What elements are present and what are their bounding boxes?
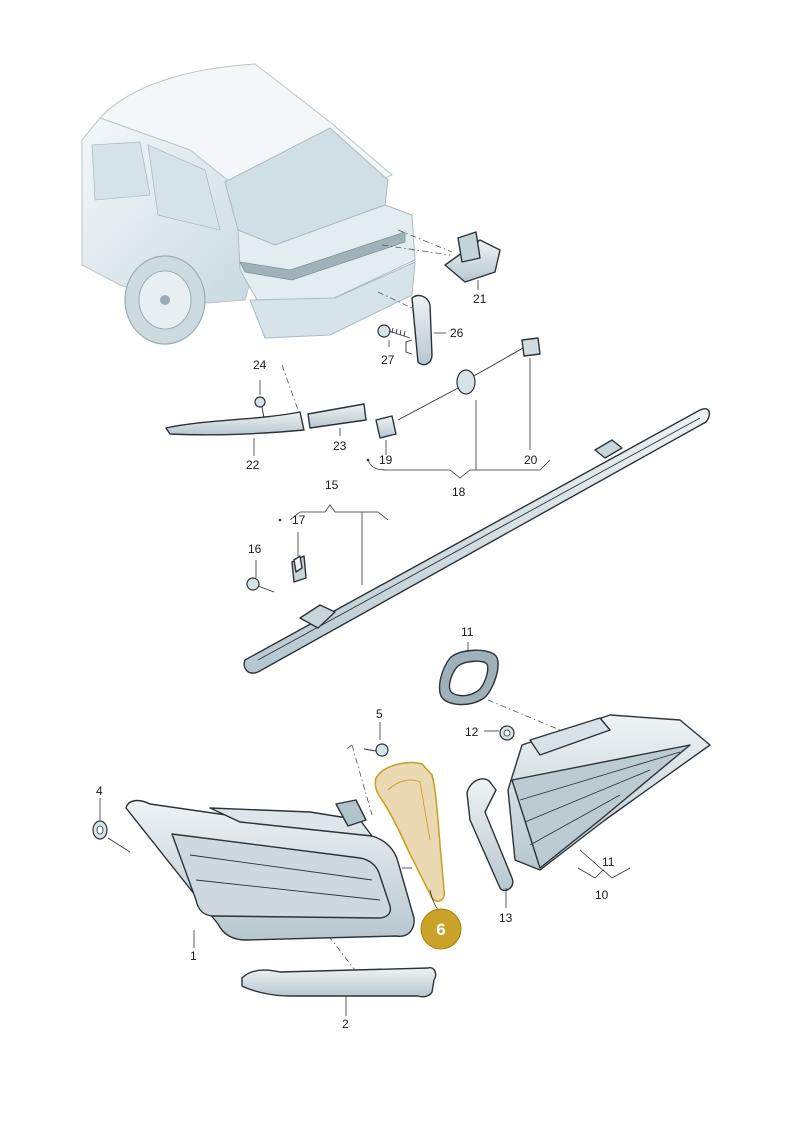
badge-6-label: 6 [436,920,445,939]
callout-11-bottom: 11 [602,855,615,869]
callout-labels: 21 26 27 24 22 23 19 20 18 15 17 16 11 1… [96,292,615,1031]
callout-27: 27 [381,353,395,367]
callout-18: 18 [452,485,466,499]
part-17-bracket [291,555,307,583]
part-13-seal-strip [466,778,514,892]
callout-21: 21 [473,292,487,306]
callout-2: 2 [342,1017,349,1031]
part-4-grommet [92,820,108,840]
callout-26: 26 [450,326,464,340]
part-12-nut [499,725,515,741]
callout-1: 1 [190,949,197,963]
part-10-inner-tail-light [507,714,711,871]
callout-11-top: 11 [461,625,474,639]
leader-lines [99,280,631,1016]
callout-15: 15 [325,478,339,492]
part-27-screw [377,324,411,339]
callout-24: 24 [253,358,267,372]
callout-19: 19 [379,453,393,467]
callout-20: 20 [524,453,538,467]
callout-5: 5 [376,707,383,721]
part-16-screw [246,577,275,593]
callout-22: 22 [246,458,260,472]
callout-17: 17 [292,513,306,527]
part-1-outer-tail-light [125,799,415,941]
part-18-cable [397,347,524,421]
part-24-screw [254,396,266,419]
callout-4: 4 [96,784,103,798]
part-2-lower-trim [241,967,437,998]
part-20-connector [521,337,541,357]
callout-10: 10 [595,888,609,902]
highlight-badge-6[interactable]: 6 [420,908,462,950]
part-6-highlighted-cover[interactable] [374,761,446,902]
callout-13: 13 [499,911,513,925]
part-21-license-plate-light [444,231,501,283]
callout-16: 16 [248,542,262,556]
callout-12: 12 [465,725,479,739]
callout-23: 23 [333,439,347,453]
part-26-trim-strip [405,294,433,366]
part-15-tailgate-light-strip [243,408,711,674]
part-5-screw [363,743,389,757]
part-22-reflector-strip [165,411,305,436]
reference-dots [278,458,370,522]
part-11-gasket [438,649,499,706]
part-19-socket [375,415,397,439]
part-23-reflector [307,403,367,429]
vehicle-rear-view [81,63,416,345]
